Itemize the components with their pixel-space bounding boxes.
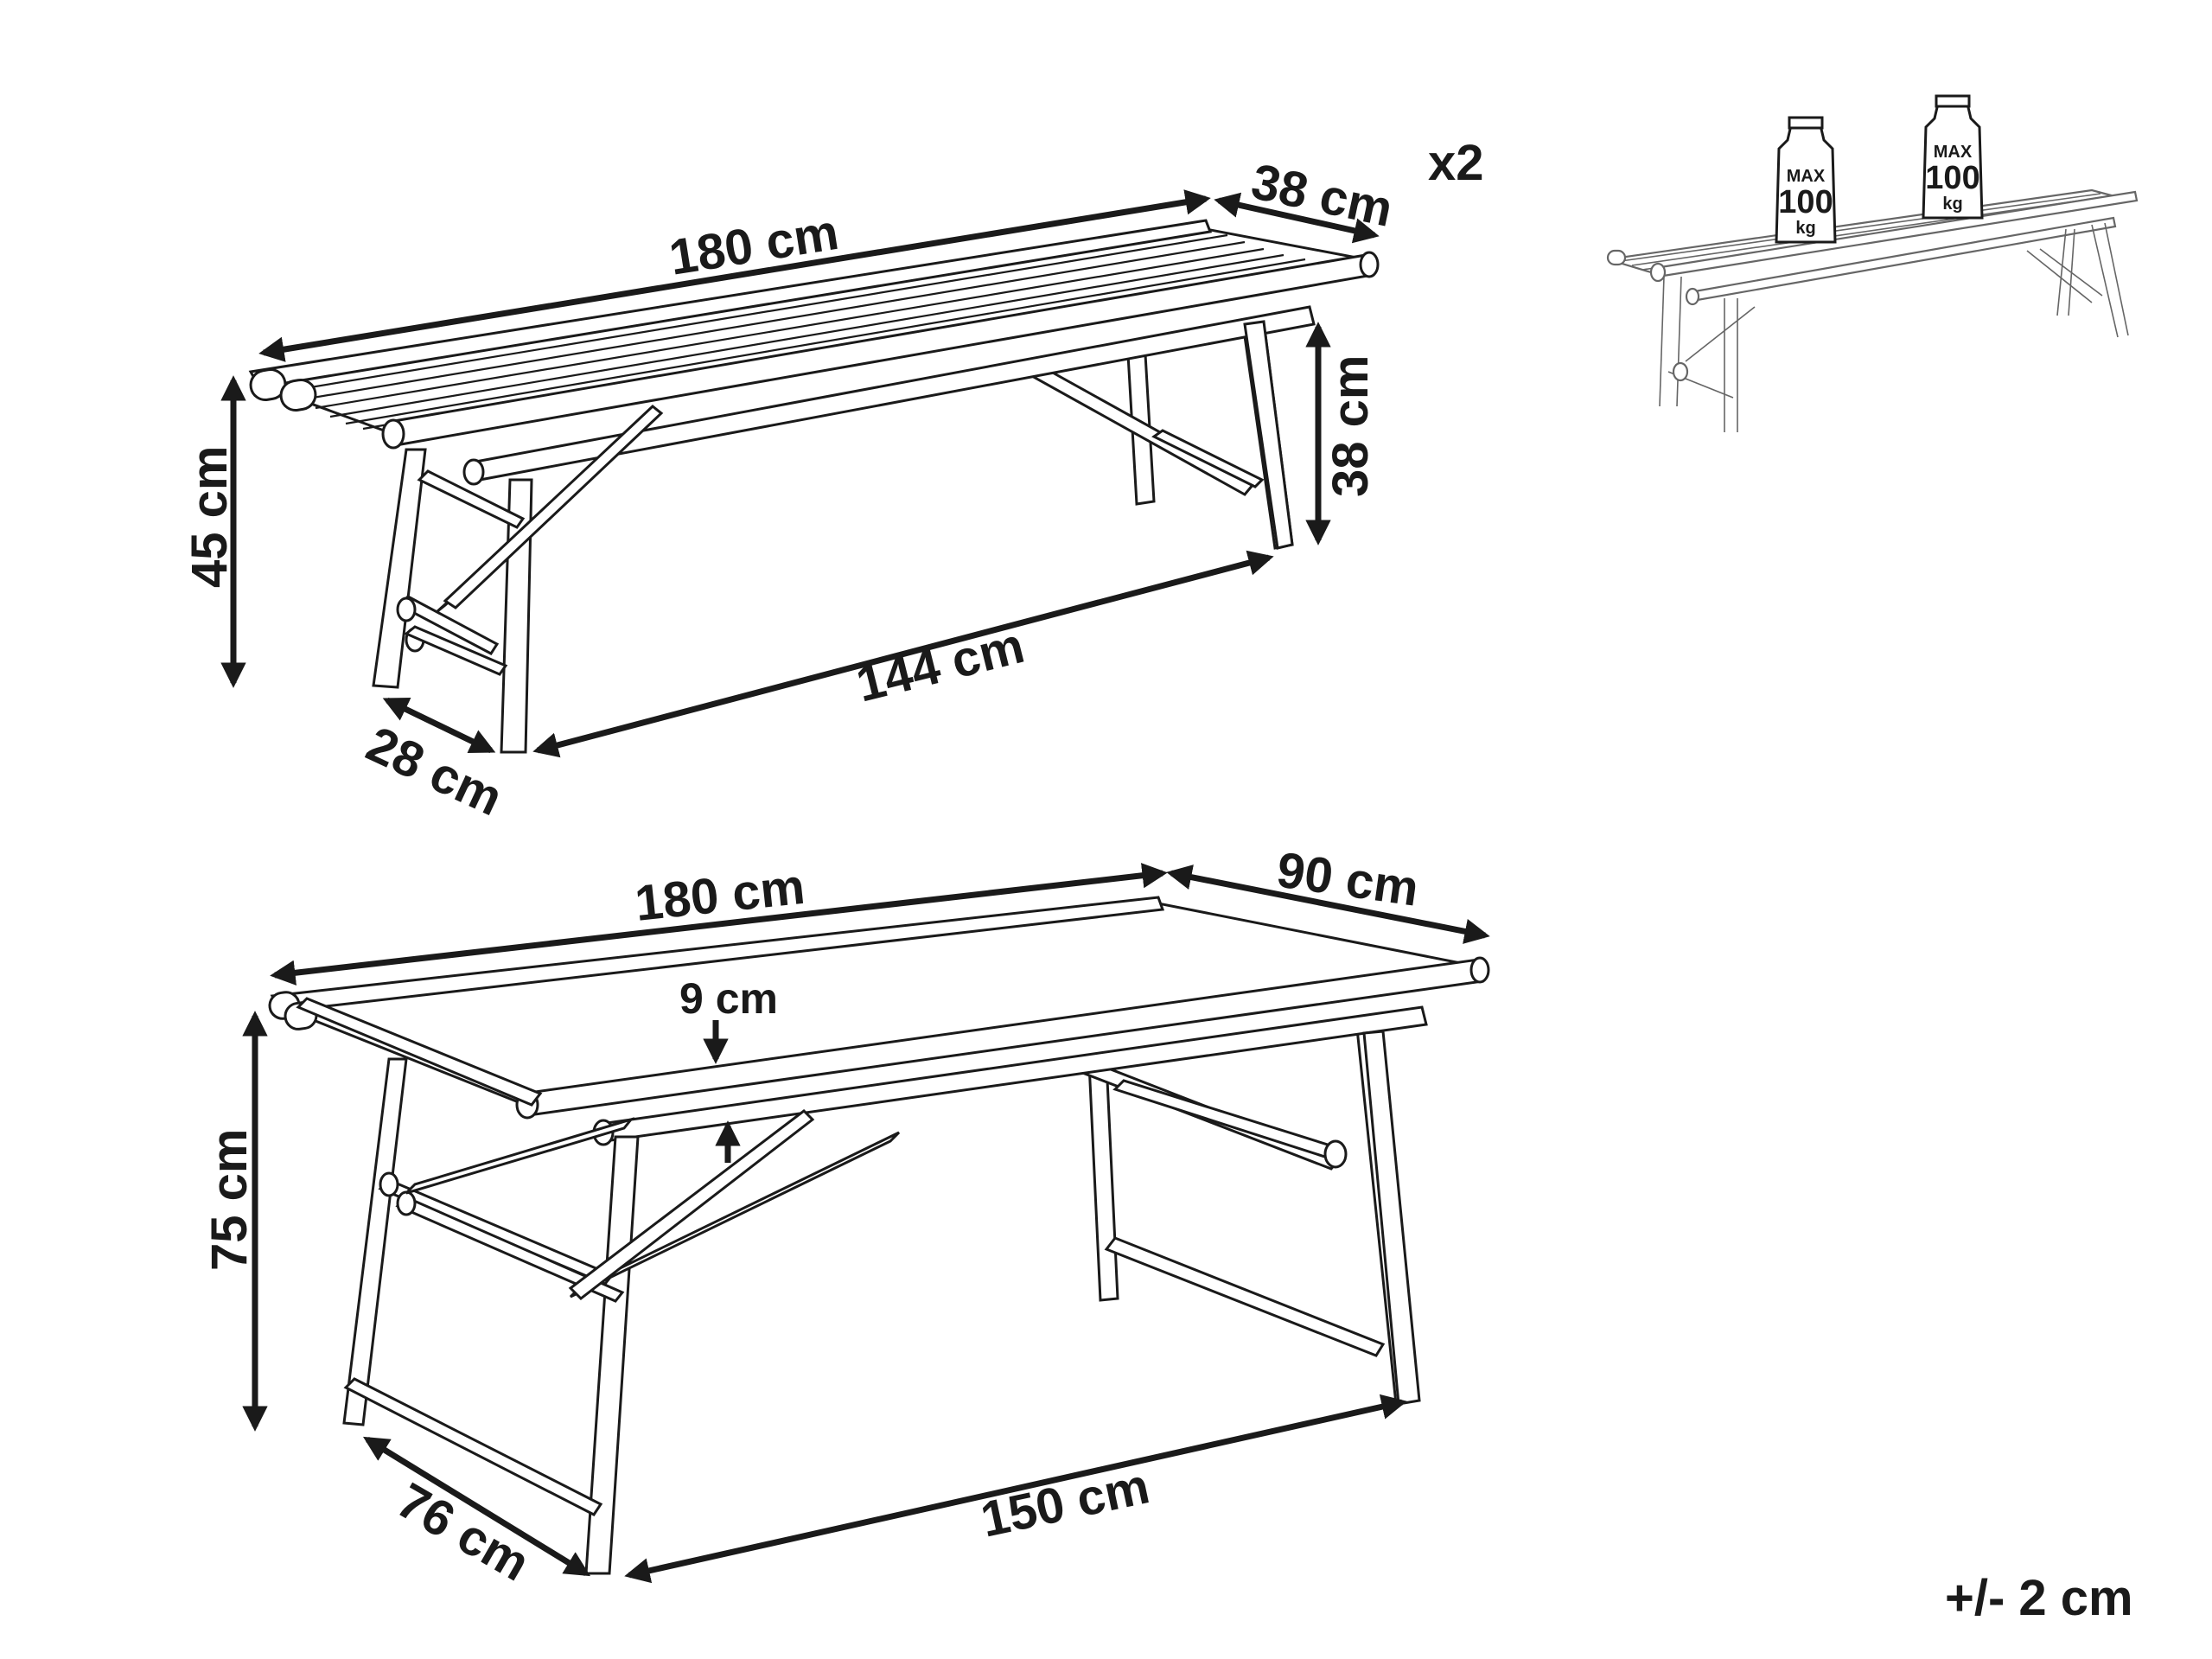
weight-unit-label: kg xyxy=(1795,219,1815,238)
weight-unit-label: kg xyxy=(1942,195,1962,214)
table-apron-label: 9 cm xyxy=(679,974,778,1023)
bench-leg-depth-label: 28 cm xyxy=(359,716,512,826)
bench-leg-span-label: 144 cm xyxy=(851,617,1030,713)
table-drawing xyxy=(268,896,1490,1575)
table-leg-span-label: 150 cm xyxy=(976,1458,1154,1547)
load-capacity-illustration xyxy=(1606,188,2139,432)
weight-icon: MAX 100 kg xyxy=(1922,94,1984,220)
table-length-label: 180 cm xyxy=(633,858,807,932)
bench-drawing xyxy=(248,219,1380,754)
bench-height-label: 45 cm xyxy=(182,446,238,588)
weight-value-label: 100 xyxy=(1778,184,1833,220)
weight-max-label: MAX xyxy=(1934,143,1973,162)
weight-value-label: 100 xyxy=(1925,160,1979,196)
tolerance-label: +/- 2 cm xyxy=(1945,1570,2133,1626)
weight-icon: MAX 100 kg xyxy=(1775,116,1837,244)
weight-max-label: MAX xyxy=(1787,167,1826,186)
table-leg-depth-label: 76 cm xyxy=(388,1472,539,1592)
table-height-label: 75 cm xyxy=(201,1129,258,1271)
bench-inner-height-label: 38 cm xyxy=(1323,355,1379,497)
table-depth-label: 90 cm xyxy=(1273,842,1422,917)
quantity-label: x2 xyxy=(1428,135,1484,191)
